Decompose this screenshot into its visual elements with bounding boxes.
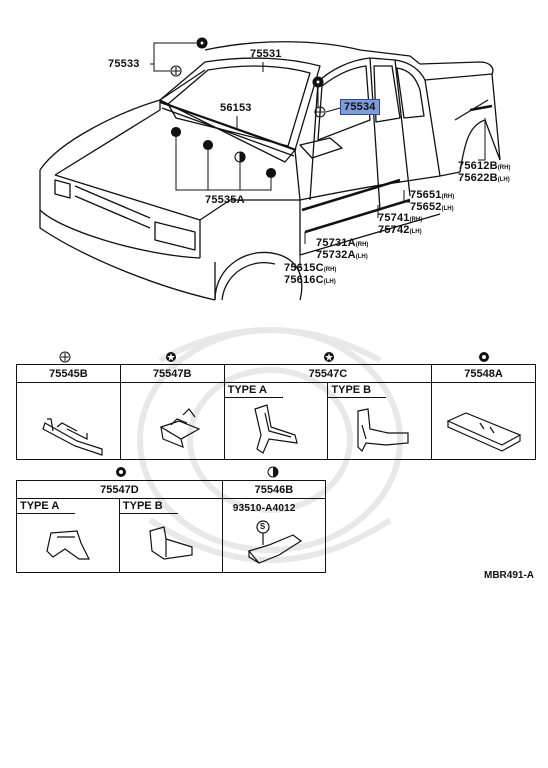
star-circle-icon xyxy=(166,352,176,362)
part-header-75546B[interactable]: 75546B xyxy=(221,480,327,499)
callout-75612B[interactable]: 75612B(RH) xyxy=(458,160,511,172)
clip-cell-75547B xyxy=(119,382,225,460)
type-label: TYPE A xyxy=(227,384,267,396)
callout-75531[interactable]: 75531 xyxy=(250,48,282,60)
part-header-75547B[interactable]: 75547B xyxy=(119,364,225,383)
clip-drawing xyxy=(446,412,522,452)
clip-drawing xyxy=(46,530,90,560)
clip-cell-75547D-type-a: TYPE A xyxy=(16,498,120,573)
part-header-75547C[interactable]: 75547C xyxy=(223,364,433,383)
truck-body xyxy=(39,41,501,301)
half-circle-icon xyxy=(267,466,279,478)
part-header-75545B[interactable]: 75545B xyxy=(16,364,121,383)
part-header-75547D[interactable]: 75547D xyxy=(16,480,223,499)
clip-drawing xyxy=(253,404,298,454)
diagram-code: MBR491-A xyxy=(484,570,535,581)
callout-75732A[interactable]: 75732A(LH) xyxy=(316,249,368,261)
callout-75616C[interactable]: 75616C(LH) xyxy=(284,274,336,286)
callout-75615C[interactable]: 75615C(RH) xyxy=(284,262,337,274)
clip-cell-75548A xyxy=(431,382,536,460)
clip-markers xyxy=(170,37,326,179)
type-label: TYPE B xyxy=(122,500,163,512)
clip-cell-75547C-type-a: TYPE A xyxy=(223,382,329,460)
callout-56153[interactable]: 56153 xyxy=(220,102,252,114)
ring-icon xyxy=(116,467,126,477)
callout-75622B[interactable]: 75622B(LH) xyxy=(458,172,510,184)
clip-table-2: 75547D 75546B TYPE A TYPE B 93510-A4012 … xyxy=(16,480,327,573)
clip-drawing xyxy=(159,408,201,448)
clip-drawing xyxy=(149,526,193,560)
clip-drawing xyxy=(42,418,103,456)
clip-drawing xyxy=(357,408,409,453)
clip-cell-75547D-type-b: TYPE B xyxy=(118,498,223,573)
clip-table-1: 75545B 75547B 75547C 75548A TYPE A TYPE … xyxy=(16,364,536,460)
part-header-75548A[interactable]: 75548A xyxy=(431,364,536,383)
callout-75651[interactable]: 75651(RH) xyxy=(410,189,455,201)
callout-75534-highlighted[interactable]: 75534 xyxy=(340,99,380,115)
star-circle-icon xyxy=(324,352,334,362)
clip-cell-75545B xyxy=(16,382,121,460)
clip-drawing xyxy=(247,520,302,564)
plus-circle-icon xyxy=(59,351,71,363)
callout-75533[interactable]: 75533 xyxy=(108,58,140,70)
leader-lines xyxy=(150,42,486,268)
sub-part-number[interactable]: 93510-A4012 xyxy=(232,503,296,514)
callout-75535A[interactable]: 75535A xyxy=(205,194,245,206)
type-label: TYPE B xyxy=(331,384,372,396)
callout-75731A[interactable]: 75731A(RH) xyxy=(316,237,369,249)
clip-cell-75546B: 93510-A4012 S xyxy=(221,498,327,573)
type-label: TYPE A xyxy=(20,500,60,512)
clip-cell-75547C-type-b: TYPE B xyxy=(327,382,433,460)
ring-icon xyxy=(479,352,489,362)
callout-75652[interactable]: 75652(LH) xyxy=(410,201,454,213)
callout-75742[interactable]: 75742(LH) xyxy=(378,224,422,236)
callout-75741[interactable]: 75741(RH) xyxy=(378,212,423,224)
screw-symbol: S xyxy=(259,522,266,531)
